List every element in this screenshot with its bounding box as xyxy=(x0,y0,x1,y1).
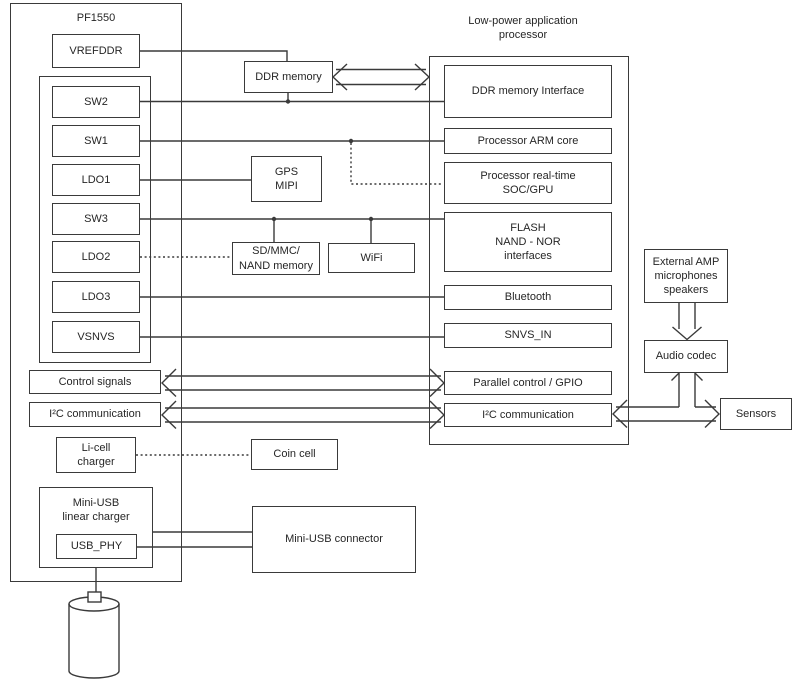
block-ldo3: LDO3 xyxy=(52,281,140,313)
block-i2c-pf1550: I²C communication xyxy=(29,402,161,427)
block-ldo2: LDO2 xyxy=(52,241,140,273)
arrow-ext-amp xyxy=(672,303,702,341)
block-parallel-gpio: Parallel control / GPIO xyxy=(444,371,612,395)
block-sensors: Sensors xyxy=(720,398,792,430)
block-mini-usb-connector: Mini-USB connector xyxy=(252,506,416,573)
block-li-cell-charger: Li-cell charger xyxy=(56,437,136,473)
pf1550-title: PF1550 xyxy=(76,12,116,24)
block-sw3: SW3 xyxy=(52,203,140,235)
block-bluetooth: Bluetooth xyxy=(444,285,612,310)
arrow-ddr xyxy=(331,63,431,91)
battery-icon xyxy=(68,591,120,679)
block-sd-mmc-nand: SD/MMC/ NAND memory xyxy=(232,242,320,275)
block-wifi: WiFi xyxy=(328,243,415,273)
block-external-amp: External AMP microphones speakers xyxy=(644,249,728,303)
block-coin-cell: Coin cell xyxy=(251,439,338,470)
arrow-i2c xyxy=(161,400,445,430)
processor-frame xyxy=(429,56,629,445)
block-usb-phy: USB_PHY xyxy=(56,534,137,559)
block-ddr-interface: DDR memory Interface xyxy=(444,65,612,118)
mini-usb-charger-title: Mini-USB linear charger xyxy=(62,497,130,524)
block-audio-codec: Audio codec xyxy=(644,340,728,373)
block-vrefddr: VREFDDR xyxy=(52,34,140,68)
arrow-control-signals xyxy=(161,368,445,398)
block-sw1: SW1 xyxy=(52,125,140,157)
block-ldo1: LDO1 xyxy=(52,164,140,196)
block-arm-core: Processor ARM core xyxy=(444,128,612,154)
block-control-signals: Control signals xyxy=(29,370,161,394)
block-sw2: SW2 xyxy=(52,86,140,118)
block-i2c-processor: I²C communication xyxy=(444,403,612,427)
block-snvs-in: SNVS_IN xyxy=(444,323,612,348)
block-gps-mipi: GPS MIPI xyxy=(251,156,322,202)
mini-usb-charger-frame xyxy=(39,487,153,568)
block-ddr-memory: DDR memory xyxy=(244,61,333,93)
block-vsnvs: VSNVS xyxy=(52,321,140,353)
block-flash-interfaces: FLASH NAND - NOR interfaces xyxy=(444,212,612,272)
processor-title: Low-power application processor xyxy=(468,15,578,42)
block-soc-gpu: Processor real-time SOC/GPU xyxy=(444,162,612,204)
